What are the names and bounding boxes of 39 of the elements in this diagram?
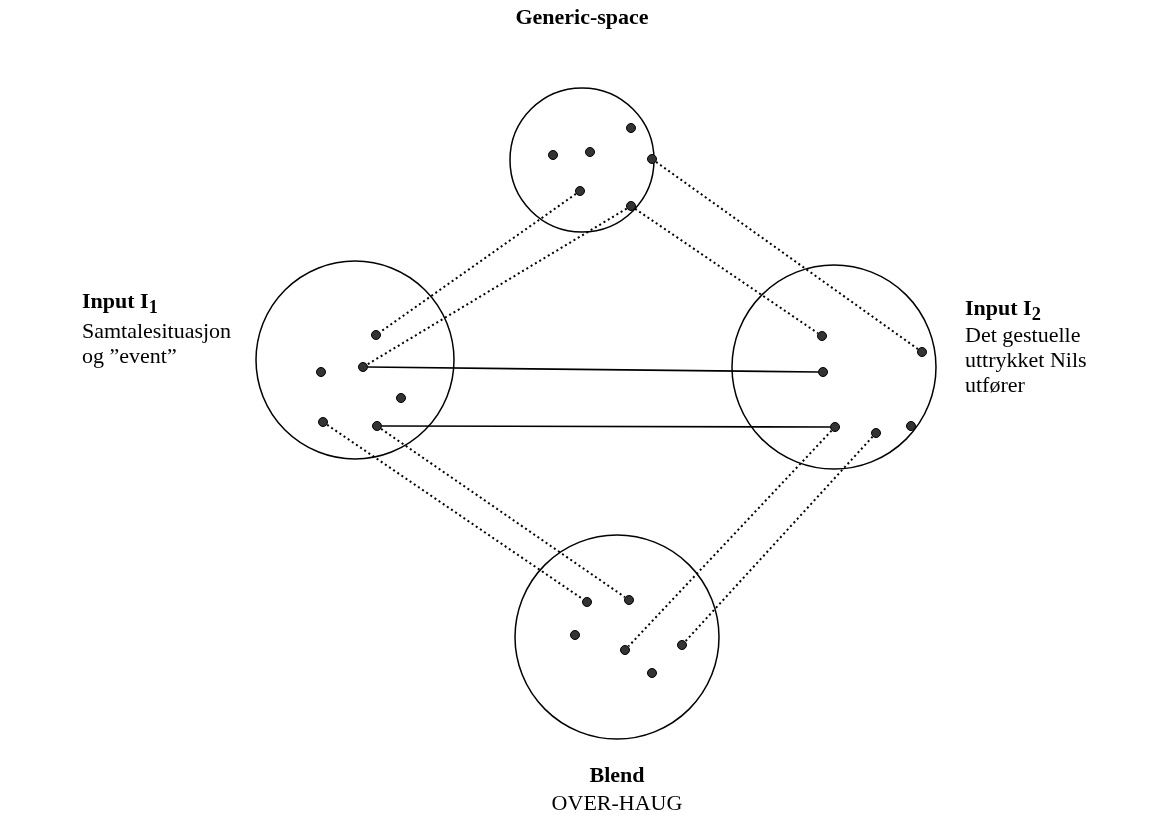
element-dot: [647, 668, 657, 678]
element-dot: [548, 150, 558, 160]
element-dot: [570, 630, 580, 640]
element-dot: [575, 186, 585, 196]
element-dot: [620, 645, 630, 655]
element-dot: [830, 422, 840, 432]
mapping-line: [380, 427, 626, 599]
element-dot: [906, 421, 916, 431]
element-dot: [372, 421, 382, 431]
element-dot: [677, 640, 687, 650]
element-dot: [818, 367, 828, 377]
connector-line: [381, 425, 831, 428]
element-dot: [647, 154, 657, 164]
element-dot: [626, 123, 636, 133]
mapping-line: [634, 207, 819, 335]
element-dot: [316, 367, 326, 377]
space-description: Samtalesituasjon og ”event”: [82, 318, 233, 368]
mapping-line: [655, 160, 919, 351]
space-heading: Blend: [589, 762, 645, 787]
connector-line: [367, 366, 819, 373]
element-dot: [371, 330, 381, 340]
element-dot: [871, 428, 881, 438]
element-dot: [585, 147, 595, 157]
element-dot: [582, 597, 592, 607]
mapping-line: [366, 207, 628, 366]
space-heading: Generic-space: [515, 4, 649, 29]
element-dot: [318, 417, 328, 427]
element-dot: [624, 595, 634, 605]
space-description: OVER-HAUG: [551, 790, 683, 815]
element-dot: [817, 331, 827, 341]
mapping-line: [684, 435, 874, 643]
mapping-line: [627, 429, 833, 648]
element-dot: [358, 362, 368, 372]
mapping-line: [379, 192, 577, 334]
mapping-line: [326, 423, 584, 601]
element-dot: [396, 393, 406, 403]
element-dot: [626, 201, 636, 211]
space-heading: Input I$_{1}$: [82, 288, 158, 320]
element-dot: [917, 347, 927, 357]
